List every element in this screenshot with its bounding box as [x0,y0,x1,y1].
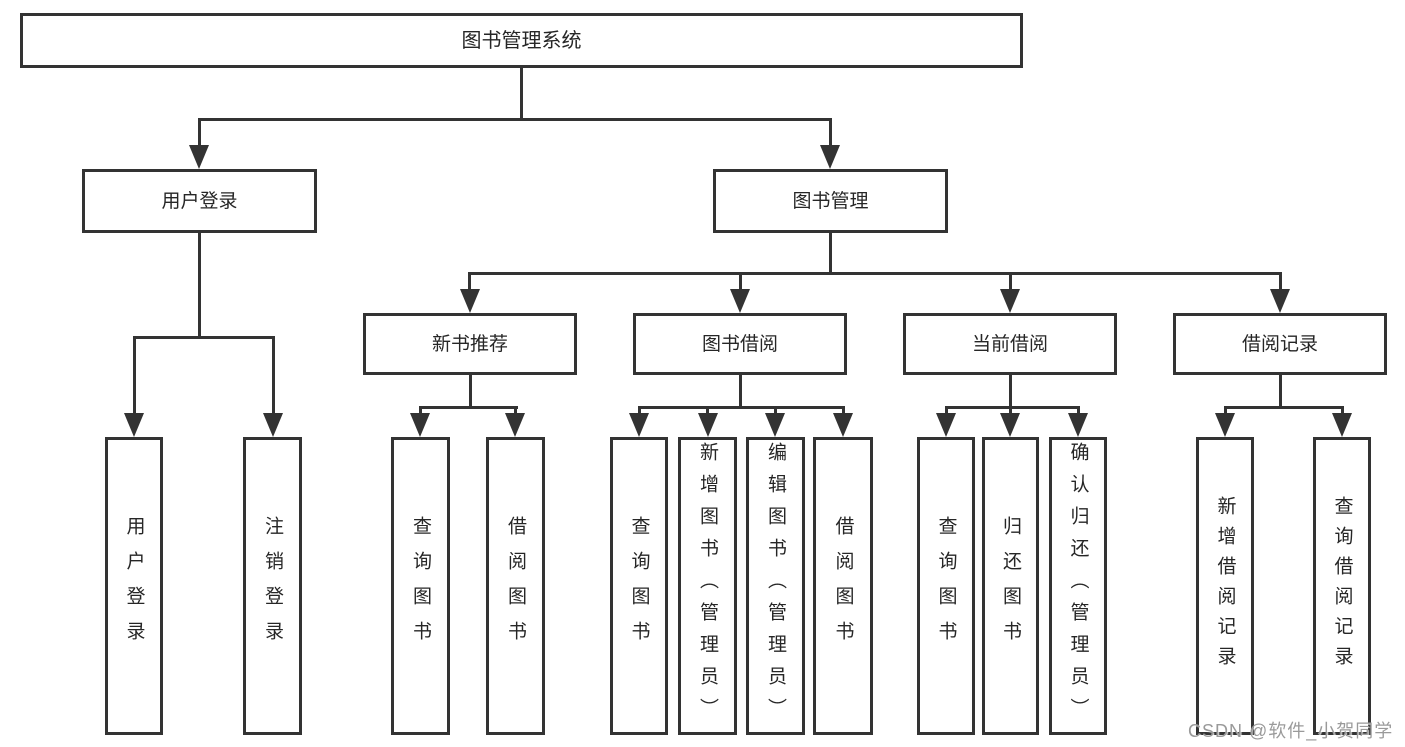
connector-root-bar [198,118,832,121]
arrowhead-leaf-query-books-2 [629,413,649,437]
connector-records-stem [1279,375,1282,406]
connector-newbook-bar [419,406,518,409]
leaf-user-login: 用户登录 [105,437,163,735]
leaf-add-books-admin: 新增图书（管理员） [678,437,737,735]
arrowhead-leaf-return-books [1000,413,1020,437]
leaf-return-books: 归还图书 [982,437,1039,735]
node-user-login: 用户登录 [82,169,317,233]
arrowhead-current-borrow [1000,289,1020,313]
node-new-book-recommend: 新书推荐 [363,313,577,375]
leaf-query-borrow-record: 查询借阅记录 [1313,437,1371,735]
connector-records-leg-1 [1224,406,1227,416]
connector-current-stem [1009,375,1012,406]
leaf-return-books-label: 归还图书 [1000,516,1021,656]
connector-records-bar [1224,406,1343,409]
connector-borrow-bar [638,406,845,409]
arrowhead-leaf-query-books-3 [936,413,956,437]
leaf-add-borrow-record-label: 新增借阅记录 [1214,496,1236,676]
connector-current-bar [945,406,1079,409]
connector-newbook-leg-2 [514,406,517,416]
leaf-logout-login-label: 注销登录 [262,516,283,656]
connector-bookmgmt-leg-2 [739,272,742,292]
node-library-system-label: 图书管理系统 [461,29,582,52]
arrowhead-leaf-add-record [1215,413,1235,437]
leaf-query-borrow-record-label: 查询借阅记录 [1331,496,1353,676]
leaf-add-borrow-record: 新增借阅记录 [1196,437,1254,735]
connector-borrow-leg-1 [638,406,641,416]
arrowhead-book-borrow [730,289,750,313]
leaf-logout-login: 注销登录 [243,437,302,735]
arrowhead-new-book-recommend [460,289,480,313]
connector-userlogin-leg-1 [133,336,136,416]
arrowhead-leaf-query-record [1332,413,1352,437]
connector-root-stem [520,68,523,118]
leaf-borrow-books-2: 借阅图书 [813,437,873,735]
arrowhead-leaf-edit-books [765,413,785,437]
leaf-query-books-3: 查询图书 [917,437,975,735]
leaf-borrow-books-1: 借阅图书 [486,437,545,735]
leaf-confirm-return-admin: 确认归还（管理员） [1049,437,1107,735]
connector-root-leg-right [829,118,832,148]
arrowhead-book-management [820,145,840,169]
leaf-query-books-2: 查询图书 [610,437,668,735]
connector-userlogin-bar [133,336,275,339]
node-current-borrow-label: 当前借阅 [971,333,1048,355]
arrowhead-leaf-user-login [124,413,144,437]
node-new-book-recommend-label: 新书推荐 [431,333,508,355]
connector-borrow-leg-2 [706,406,709,416]
node-borrow-records-label: 借阅记录 [1241,333,1318,355]
connector-bookmgmt-leg-4 [1279,272,1282,292]
leaf-query-books-1: 查询图书 [391,437,450,735]
arrowhead-leaf-logout [263,413,283,437]
arrowhead-user-login [189,145,209,169]
leaf-add-books-admin-label: 新增图书（管理员） [697,442,718,730]
leaf-edit-books-admin-label: 编辑图书（管理员） [765,442,786,730]
connector-root-leg-left [198,118,201,148]
arrowhead-leaf-borrow-books-2 [833,413,853,437]
node-book-management-label: 图书管理 [792,190,869,212]
connector-newbook-stem [469,375,472,406]
csdn-watermark: CSDN @软件_小贺同学 [1188,721,1394,741]
connector-newbook-leg-1 [419,406,422,416]
connector-bookmgmt-leg-1 [468,272,471,292]
arrowhead-leaf-confirm-return [1068,413,1088,437]
leaf-borrow-books-2-label: 借阅图书 [832,516,854,656]
node-user-login-label: 用户登录 [161,190,238,212]
connector-borrow-leg-3 [774,406,777,416]
connector-bookmgmt-bar [469,272,1282,275]
leaf-query-books-3-label: 查询图书 [935,516,957,656]
node-current-borrow: 当前借阅 [903,313,1117,375]
node-book-borrow-label: 图书借阅 [701,333,778,355]
arrowhead-leaf-query-books-1 [410,413,430,437]
connector-bookmgmt-leg-3 [1009,272,1012,292]
connector-bookmgmt-stem [829,233,832,272]
connector-borrow-leg-4 [842,406,845,416]
leaf-borrow-books-1-label: 借阅图书 [505,516,526,656]
connector-records-leg-2 [1341,406,1344,416]
connector-current-leg-1 [945,406,948,416]
leaf-query-books-1-label: 查询图书 [410,516,431,656]
leaf-edit-books-admin: 编辑图书（管理员） [746,437,805,735]
node-book-borrow: 图书借阅 [633,313,847,375]
leaf-user-login-label: 用户登录 [123,516,145,656]
node-borrow-records: 借阅记录 [1173,313,1387,375]
connector-current-leg-2 [1009,406,1012,416]
node-book-management: 图书管理 [713,169,948,233]
connector-userlogin-stem [198,233,201,336]
connector-borrow-stem [739,375,742,406]
connector-userlogin-leg-2 [272,336,275,416]
arrowhead-leaf-borrow-books-1 [505,413,525,437]
connector-current-leg-3 [1077,406,1080,416]
arrowhead-borrow-records [1270,289,1290,313]
leaf-query-books-2-label: 查询图书 [628,516,650,656]
arrowhead-leaf-add-books [698,413,718,437]
leaf-confirm-return-admin-label: 确认归还（管理员） [1067,442,1089,730]
node-library-system: 图书管理系统 [20,13,1023,68]
